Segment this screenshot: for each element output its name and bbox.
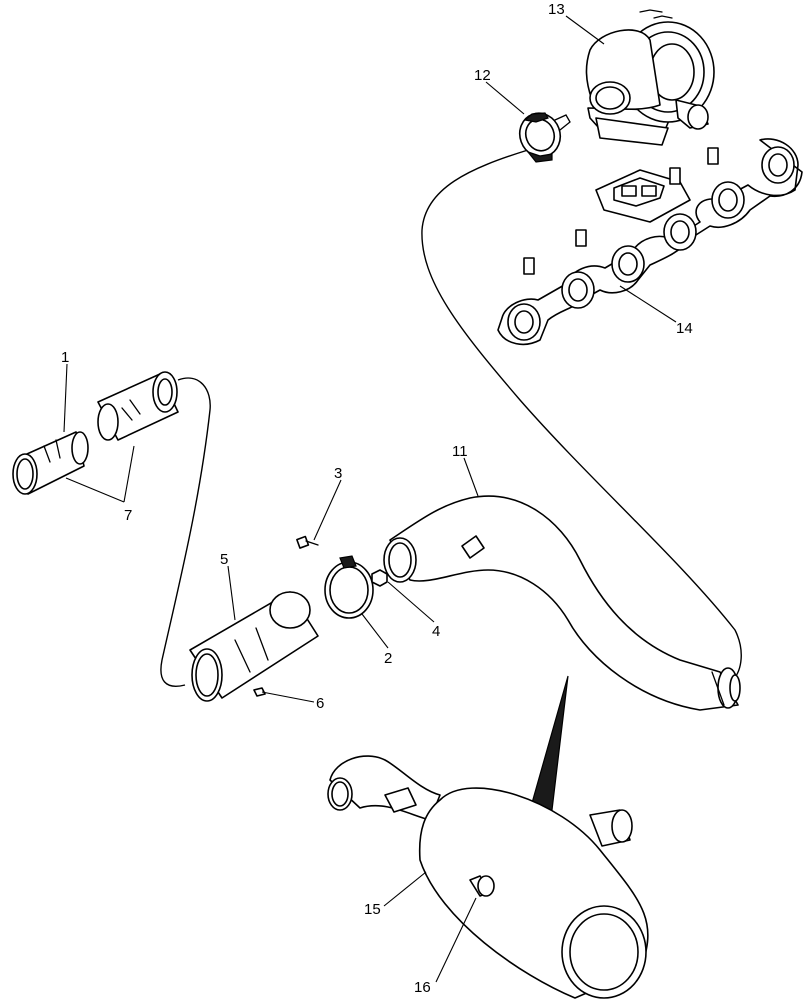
exhaust-manifold-part	[497, 138, 803, 346]
exhaust-pipe-part	[383, 495, 741, 711]
leader-line-7a	[65, 477, 125, 503]
callout-1: 1	[61, 349, 69, 366]
nut-part	[371, 569, 388, 587]
band-clamp-part	[324, 555, 374, 619]
callout-6: 6	[316, 695, 324, 712]
screw-part	[253, 687, 266, 697]
callout-16: 16	[414, 979, 431, 996]
v-band-clamp-part	[518, 112, 571, 163]
callout-11: 11	[452, 443, 468, 460]
leader-line-4	[387, 581, 435, 623]
leader-line-5	[227, 565, 236, 621]
leader-line-1	[63, 363, 68, 433]
leader-line-15	[383, 871, 427, 907]
leader-line-2	[361, 613, 389, 649]
direction-arrow	[529, 675, 569, 811]
callout-12: 12	[474, 67, 491, 84]
callout-15: 15	[364, 901, 381, 918]
routing-line-pipe-to-adapter	[160, 377, 211, 687]
bolt-part	[296, 535, 319, 549]
leader-line-6	[261, 691, 315, 703]
callout-4: 4	[432, 623, 440, 640]
pipe-adapter-part-7	[97, 371, 179, 441]
callout-13: 13	[548, 1, 565, 18]
leader-line-3	[313, 479, 342, 541]
pipe-adapter-part-1	[12, 431, 89, 495]
leader-line-7b	[123, 445, 135, 503]
leader-line-13	[565, 15, 605, 45]
turbocharger-part	[585, 9, 715, 146]
leader-line-12	[485, 81, 525, 115]
callout-7: 7	[124, 507, 132, 524]
callout-5: 5	[220, 551, 228, 568]
leader-line-14	[619, 285, 677, 323]
callout-3: 3	[334, 465, 342, 482]
leader-line-16	[435, 897, 477, 983]
muffler-part	[327, 755, 649, 999]
callout-2: 2	[384, 650, 392, 667]
flex-pipe-adapter-part	[189, 591, 319, 702]
routing-line-turbo-to-muffler	[421, 149, 742, 681]
callout-14: 14	[676, 320, 693, 337]
leader-line-11	[463, 457, 479, 497]
